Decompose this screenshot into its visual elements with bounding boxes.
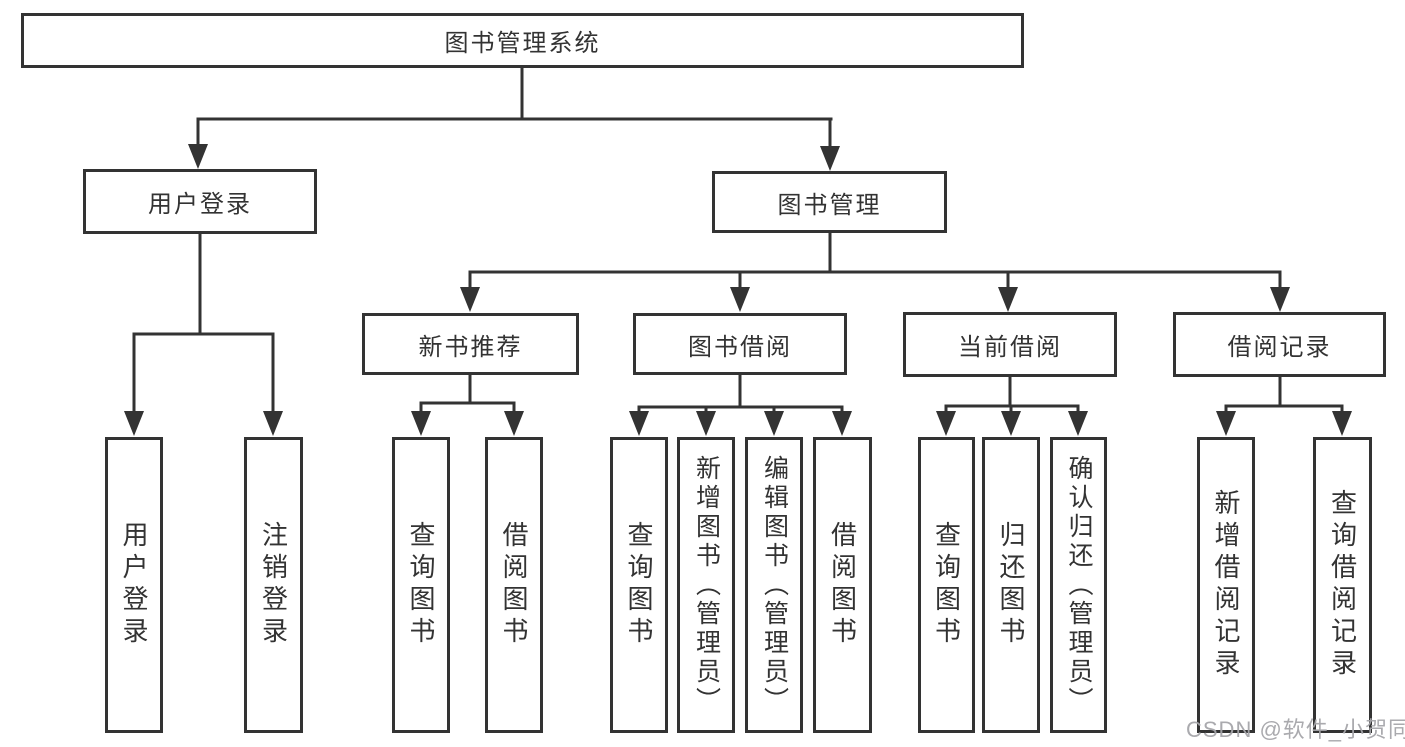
- node-book-management: 图书管理: [712, 171, 947, 233]
- leaf-edit-books-admin: 编辑图书（管理员）: [745, 437, 803, 733]
- arrowhead: [504, 411, 524, 436]
- leaf-query-books-recommend: 查询图书: [392, 437, 450, 733]
- arrowhead: [411, 411, 431, 436]
- arrowhead: [820, 146, 840, 171]
- arrowhead: [1068, 411, 1088, 436]
- arrowhead: [764, 411, 784, 436]
- arrowhead: [1270, 287, 1290, 312]
- node-new-book-recommend: 新书推荐: [362, 313, 579, 375]
- arrowhead: [460, 287, 480, 312]
- arrowhead: [998, 287, 1018, 312]
- leaf-user-login: 用户登录: [105, 437, 163, 733]
- connector-current: [944, 374, 1080, 417]
- arrowhead: [936, 411, 956, 436]
- leaf-borrow-books: 借阅图书: [813, 437, 872, 733]
- leaf-confirm-return-admin: 确认归还（管理员）: [1050, 437, 1107, 733]
- node-borrow-records: 借阅记录: [1173, 312, 1386, 377]
- leaf-query-books-borrow: 查询图书: [610, 437, 668, 733]
- connector-root: [196, 65, 833, 152]
- arrowhead: [629, 411, 649, 436]
- arrowhead: [263, 411, 283, 436]
- node-root: 图书管理系统: [21, 13, 1024, 68]
- connector-new-rec: [419, 372, 516, 417]
- arrowhead: [124, 411, 144, 436]
- leaf-add-borrow-record: 新增借阅记录: [1197, 437, 1255, 733]
- node-book-borrow: 图书借阅: [633, 313, 847, 375]
- connector-borrow: [637, 372, 844, 417]
- node-user-login: 用户登录: [83, 169, 317, 234]
- arrowhead: [188, 144, 208, 169]
- leaf-logout: 注销登录: [244, 437, 303, 733]
- arrowhead: [1001, 411, 1021, 436]
- connector-book-mgmt: [468, 230, 1282, 293]
- leaf-query-books-current: 查询图书: [918, 437, 975, 733]
- arrowhead: [832, 411, 852, 436]
- arrowhead: [696, 411, 716, 436]
- connector-user-login: [132, 231, 275, 417]
- arrowhead: [730, 287, 750, 312]
- leaf-borrow-books-recommend: 借阅图书: [485, 437, 543, 733]
- node-current-borrow: 当前借阅: [903, 312, 1117, 377]
- connector-records: [1224, 374, 1344, 417]
- leaf-add-books-admin: 新增图书（管理员）: [677, 437, 735, 733]
- leaf-return-books: 归还图书: [982, 437, 1040, 733]
- arrowhead: [1332, 411, 1352, 436]
- csdn-watermark: CSDN @软件_小贺同学: [1186, 717, 1405, 742]
- arrowhead: [1216, 411, 1236, 436]
- leaf-query-borrow-record: 查询借阅记录: [1313, 437, 1372, 733]
